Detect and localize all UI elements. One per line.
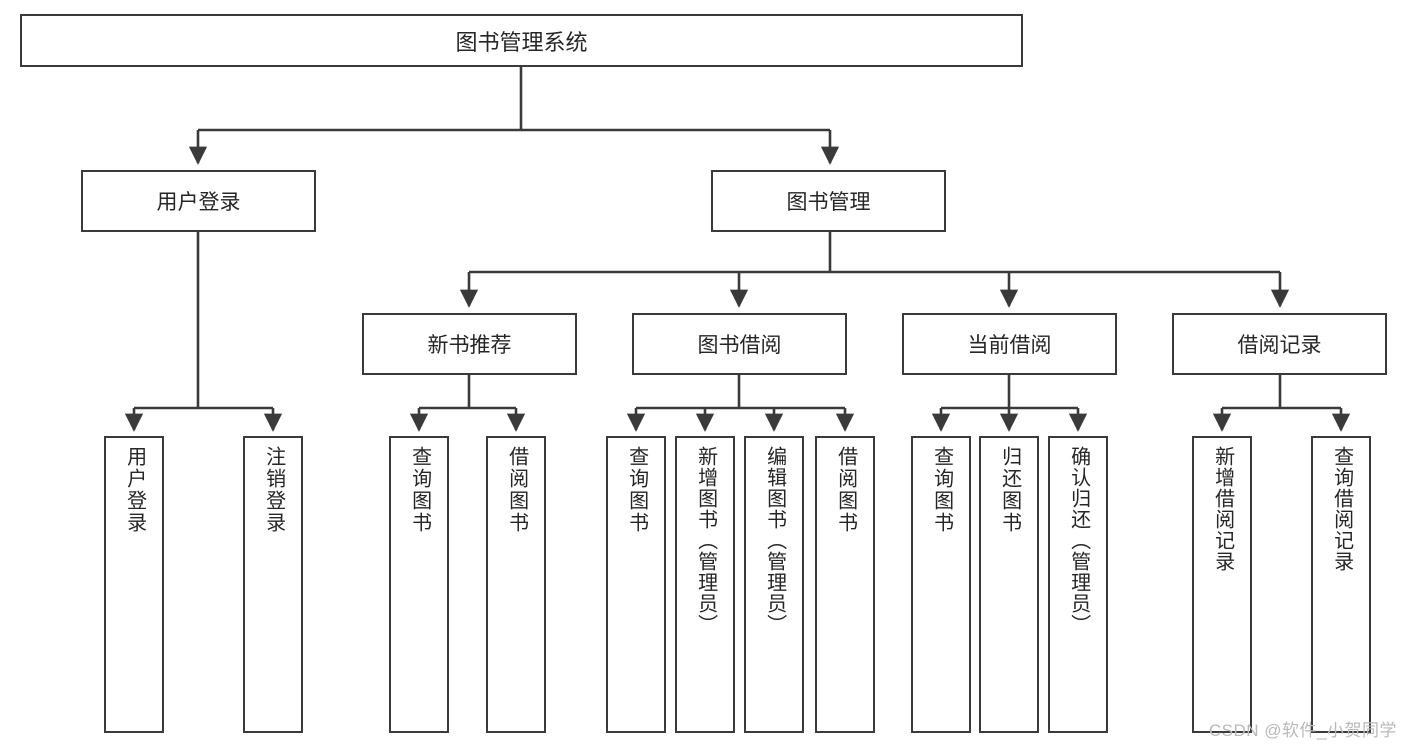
node-book-management[interactable]: 图书管理: [711, 170, 946, 232]
leaf-label: 新增借阅记录: [1211, 446, 1234, 572]
leaf-label: 用户登录: [123, 446, 146, 534]
node-new-book-recommend-label: 新书推荐: [427, 334, 512, 357]
node-current-borrow[interactable]: 当前借阅: [902, 313, 1117, 375]
leaf-label: 新增图书（管理员）: [694, 446, 717, 635]
leaf-current-borrow-confirm-return[interactable]: 确认归还（管理员）: [1048, 436, 1108, 733]
leaf-label: 查询图书: [930, 446, 953, 534]
watermark: CSDN @软件_小贺同学: [1208, 721, 1397, 740]
leaf-new-book-borrow[interactable]: 借阅图书: [486, 436, 546, 733]
leaf-book-borrow-borrow[interactable]: 借阅图书: [815, 436, 875, 733]
leaf-label: 确认归还（管理员）: [1067, 446, 1090, 635]
leaf-borrow-record-query[interactable]: 查询借阅记录: [1311, 436, 1371, 733]
node-user-login[interactable]: 用户登录: [81, 170, 316, 232]
leaf-label: 借阅图书: [505, 446, 528, 534]
leaf-current-borrow-return[interactable]: 归还图书: [979, 436, 1039, 733]
node-current-borrow-label: 当前借阅: [967, 334, 1052, 357]
node-book-borrow-label: 图书借阅: [697, 334, 782, 357]
node-user-login-label: 用户登录: [156, 191, 241, 214]
leaf-current-borrow-query[interactable]: 查询图书: [911, 436, 971, 733]
leaf-label: 编辑图书（管理员）: [763, 446, 786, 635]
leaf-new-book-query[interactable]: 查询图书: [389, 436, 449, 733]
leaf-borrow-record-add[interactable]: 新增借阅记录: [1192, 436, 1252, 733]
node-borrow-record[interactable]: 借阅记录: [1172, 313, 1387, 375]
node-book-management-label: 图书管理: [786, 191, 871, 214]
node-new-book-recommend[interactable]: 新书推荐: [362, 313, 577, 375]
node-borrow-record-label: 借阅记录: [1237, 334, 1322, 357]
node-book-borrow[interactable]: 图书借阅: [632, 313, 847, 375]
leaf-book-borrow-edit[interactable]: 编辑图书（管理员）: [744, 436, 804, 733]
leaf-user-login-signin[interactable]: 用户登录: [104, 436, 164, 733]
node-root-label: 图书管理系统: [455, 29, 588, 55]
leaf-label: 归还图书: [998, 446, 1021, 534]
leaf-label: 查询借阅记录: [1330, 446, 1353, 572]
leaf-book-borrow-query[interactable]: 查询图书: [606, 436, 666, 733]
leaf-book-borrow-add[interactable]: 新增图书（管理员）: [675, 436, 735, 733]
leaf-label: 注销登录: [262, 446, 285, 534]
leaf-label: 查询图书: [408, 446, 431, 534]
node-root[interactable]: 图书管理系统: [20, 14, 1023, 67]
leaf-label: 借阅图书: [834, 446, 857, 534]
leaf-user-login-signout[interactable]: 注销登录: [243, 436, 303, 733]
leaf-label: 查询图书: [625, 446, 648, 534]
